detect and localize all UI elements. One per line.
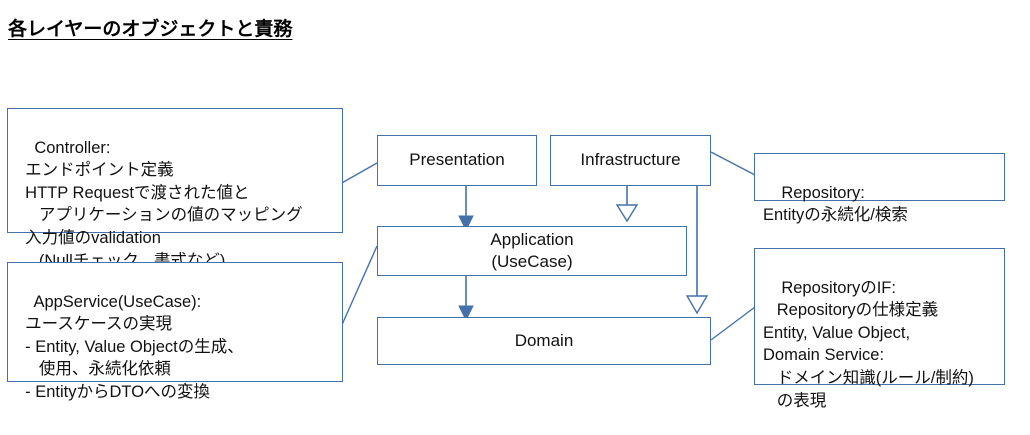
connector-appservice-to-application (340, 245, 378, 328)
note-appservice: AppService(UseCase): ユースケースの実現 - Entity,… (7, 262, 343, 401)
connector-controller-to-presentation (339, 162, 378, 185)
note-repository-if-text: RepositoryのIF: Repositoryの仕様定義 Entity, V… (763, 278, 974, 410)
note-repository-text: Repository: Entityの永続化/検索 (763, 183, 908, 225)
connector-infrastructure-to-application (615, 186, 639, 223)
layer-label-infrastructure: Infrastructure (580, 150, 681, 170)
layer-label-application: Application (UseCase) (490, 229, 574, 271)
note-controller: Controller: エンドポイント定義 HTTP Requestで渡された値… (7, 108, 343, 270)
note-controller-text: Controller: エンドポイント定義 HTTP Requestで渡された値… (25, 138, 303, 270)
layer-label-presentation: Presentation (409, 150, 505, 170)
note-repository-if: RepositoryのIF: Repositoryの仕様定義 Entity, V… (754, 248, 1005, 410)
layer-label-domain: Domain (514, 330, 574, 350)
page-title: 各レイヤーのオブジェクトと責務 (8, 19, 293, 40)
layer-box-infrastructure[interactable]: Infrastructure (550, 135, 711, 186)
layer-box-presentation[interactable]: Presentation (377, 135, 537, 186)
note-appservice-text: AppService(UseCase): ユースケースの実現 - Entity,… (25, 292, 244, 401)
connector-presentation-to-application (458, 186, 474, 232)
connector-domain-to-repository-if (710, 306, 756, 341)
layer-box-domain[interactable]: Domain (377, 317, 711, 365)
connector-application-to-domain (458, 276, 474, 322)
connector-infrastructure-to-domain (685, 186, 709, 315)
connector-infrastructure-to-repository (710, 151, 756, 176)
note-repository: Repository: Entityの永続化/検索 (754, 153, 1005, 224)
layer-box-application[interactable]: Application (UseCase) (377, 226, 687, 276)
